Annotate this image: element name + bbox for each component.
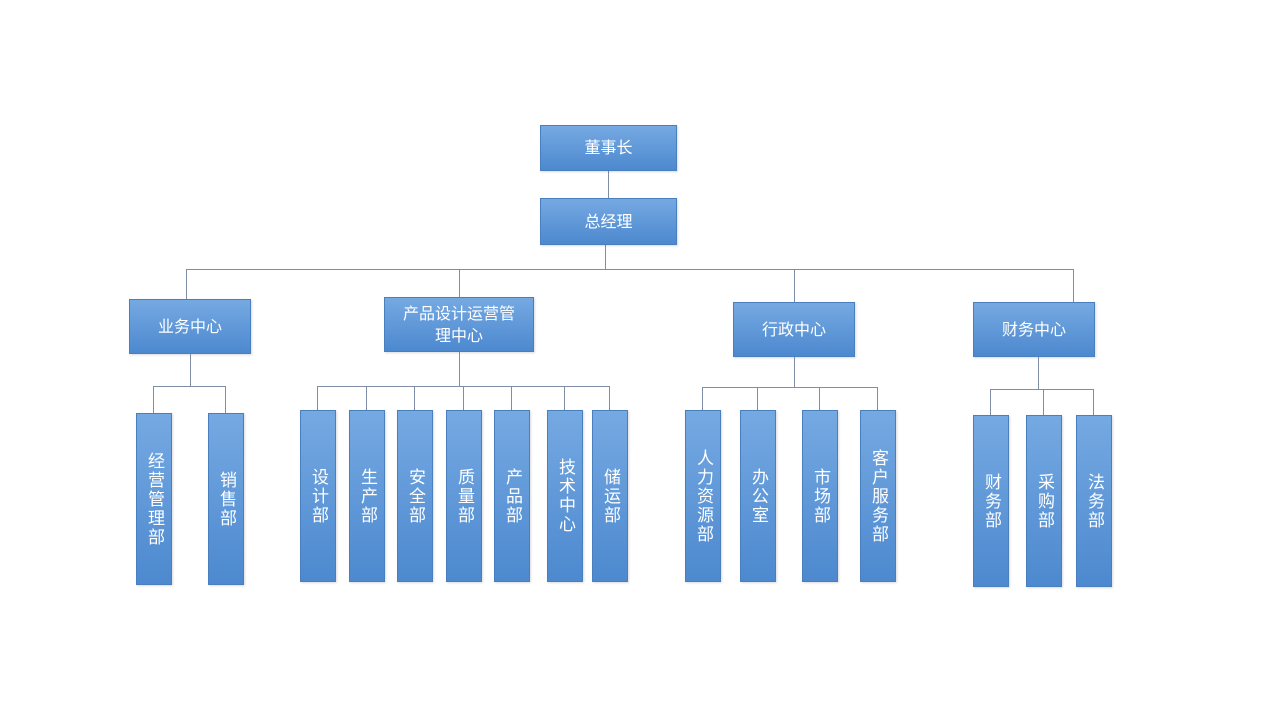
node-department[interactable]: 办公室	[740, 410, 776, 582]
node-label: 产品部	[502, 467, 522, 525]
connector	[1043, 389, 1044, 415]
connector	[819, 387, 820, 410]
connector	[794, 269, 795, 302]
connector	[1093, 389, 1094, 415]
node-general-manager[interactable]: 总经理	[540, 198, 677, 245]
connector	[757, 387, 758, 410]
node-label: 人力资源部	[693, 448, 713, 544]
node-department[interactable]: 产品部	[494, 410, 530, 582]
connector	[990, 389, 1094, 390]
node-label: 董事长	[584, 138, 633, 157]
node-label: 财务部	[981, 472, 1001, 530]
node-department[interactable]: 财务部	[973, 415, 1009, 587]
connector	[225, 386, 226, 413]
node-label: 设计部	[308, 467, 328, 525]
connector	[511, 386, 512, 410]
connector	[608, 170, 609, 198]
connector	[186, 269, 187, 299]
node-business-center[interactable]: 业务中心	[129, 299, 251, 354]
node-department[interactable]: 技术中心	[547, 410, 583, 582]
connector	[186, 269, 1074, 270]
node-finance-center[interactable]: 财务中心	[973, 302, 1095, 357]
node-label: 质量部	[454, 467, 474, 525]
node-product-center[interactable]: 产品设计运营管理中心	[384, 297, 534, 352]
connector	[609, 386, 610, 410]
node-label: 经营管理部	[144, 451, 164, 547]
node-department[interactable]: 生产部	[349, 410, 385, 582]
node-department[interactable]: 设计部	[300, 410, 336, 582]
connector	[190, 354, 191, 386]
connector	[605, 244, 606, 269]
connector	[1038, 357, 1039, 389]
connector	[794, 357, 795, 387]
node-label: 产品设计运营管理中心	[403, 303, 516, 345]
connector	[414, 386, 415, 410]
node-department[interactable]: 法务部	[1076, 415, 1112, 587]
node-department[interactable]: 采购部	[1026, 415, 1062, 587]
node-department[interactable]: 市场部	[802, 410, 838, 582]
node-department[interactable]: 人力资源部	[685, 410, 721, 582]
connector	[153, 386, 226, 387]
node-chairman[interactable]: 董事长	[540, 125, 677, 171]
node-department[interactable]: 储运部	[592, 410, 628, 582]
node-label: 客户服务部	[868, 448, 888, 544]
node-label: 财务中心	[1001, 319, 1066, 339]
connector	[990, 389, 991, 415]
node-department[interactable]: 客户服务部	[860, 410, 896, 582]
node-label: 市场部	[810, 467, 830, 525]
connector	[317, 386, 318, 410]
node-label: 采购部	[1034, 472, 1054, 530]
node-label: 法务部	[1084, 472, 1104, 530]
node-label: 总经理	[584, 211, 633, 231]
node-department[interactable]: 销售部	[208, 413, 244, 585]
node-department[interactable]: 经营管理部	[136, 413, 172, 585]
node-admin-center[interactable]: 行政中心	[733, 302, 855, 357]
connector	[564, 386, 565, 410]
connector	[702, 387, 878, 388]
connector	[459, 269, 460, 297]
node-label: 储运部	[600, 467, 620, 525]
node-department[interactable]: 安全部	[397, 410, 433, 582]
connector	[463, 386, 464, 410]
node-label: 业务中心	[157, 316, 222, 336]
connector	[153, 386, 154, 413]
node-label: 行政中心	[761, 319, 826, 339]
node-label: 生产部	[357, 467, 377, 525]
connector	[877, 387, 878, 410]
connector	[459, 352, 460, 386]
node-label: 办公室	[748, 467, 768, 525]
node-label: 安全部	[405, 467, 425, 525]
node-label: 技术中心	[555, 458, 575, 534]
node-label: 销售部	[216, 470, 236, 528]
connector	[1073, 269, 1074, 302]
connector	[702, 387, 703, 410]
node-department[interactable]: 质量部	[446, 410, 482, 582]
connector	[366, 386, 367, 410]
